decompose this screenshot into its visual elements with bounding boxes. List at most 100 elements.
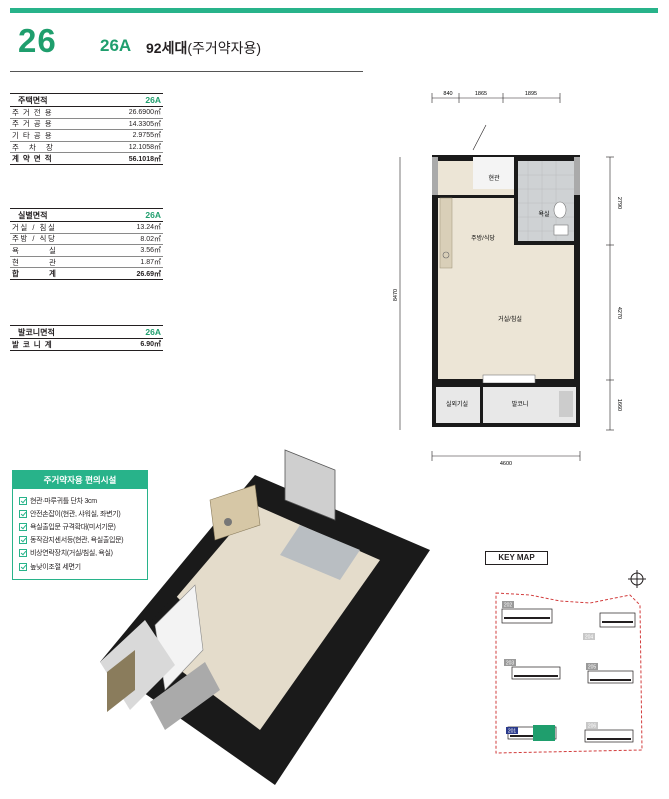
room-label-kitchen: 주방/식당	[471, 234, 495, 242]
row-label: 주 차 장	[12, 142, 57, 152]
housing-area-title: 주택면적	[18, 95, 48, 105]
facility-label: 현관·마루귀틀 단차 3cm	[30, 497, 97, 505]
checkbox-icon	[19, 549, 27, 558]
row-label: 현 관	[12, 257, 70, 267]
building-tag	[506, 727, 518, 734]
dim-left: 8470	[393, 289, 399, 301]
entrance-floor	[473, 157, 514, 189]
row-value: 1.87㎡	[140, 259, 161, 267]
washbasin-icon	[553, 224, 569, 236]
housing-area-header: 주택면적 26A	[10, 93, 163, 107]
list-item: 욕실출입문 규격확대(미서기문)	[19, 520, 147, 533]
leader-line	[472, 124, 487, 151]
building-tag	[502, 601, 514, 608]
iso-entrance-door	[284, 449, 336, 521]
iso-stove-icon	[224, 518, 232, 526]
row-label: 욕 실	[12, 245, 70, 255]
row-value: 3.56㎡	[140, 247, 161, 255]
housing-area-type: 26A	[145, 95, 161, 105]
unit-purpose: (주거약자용)	[187, 40, 262, 56]
building-label: 202	[504, 603, 513, 609]
iso-outdoor-unit	[150, 662, 220, 730]
unit-description: 92세대(주거약자용)	[146, 38, 261, 58]
facility-label: 욕실출입문 규격확대(미서기문)	[30, 523, 116, 531]
total-value: 26.69㎡	[136, 270, 161, 278]
iso-balcony-railing	[107, 650, 135, 712]
top-accent-bar	[10, 8, 658, 13]
row-label: 주거전용	[12, 107, 56, 117]
dim-right-3: 1660	[616, 399, 622, 411]
floor-plan: 840 1865 1895 8470 2790 4270 1660	[393, 91, 622, 467]
dim-top-2: 1865	[475, 91, 487, 97]
balcony-area-type: 26A	[145, 327, 161, 337]
room-label-living: 거실/침실	[498, 315, 522, 323]
room-area-header: 실별면적 26A	[10, 208, 163, 222]
right-dimension-line	[606, 156, 614, 431]
list-item: 비상연락장치(거실/침실, 욕실)	[19, 547, 147, 560]
side-block-right	[574, 157, 580, 195]
row-label: 주방 / 식당	[12, 234, 57, 244]
bathroom-bottom-wall	[514, 241, 574, 245]
room-label-outdoor-unit: 실외기실	[446, 400, 468, 408]
facility-label: 동작감지센서등(현관, 욕실출입문)	[30, 537, 124, 545]
room-area-title: 실별면적	[18, 210, 48, 220]
bottom-dimension-line	[431, 451, 581, 461]
dim-right-1: 2790	[616, 197, 622, 209]
facilities-title: 주거약자용 편의시설	[13, 471, 147, 489]
entrance-wall	[438, 195, 518, 198]
checkbox-icon	[19, 536, 27, 545]
list-item: 동작감지센서등(현관, 욕실출입문)	[19, 534, 147, 547]
list-item: 안전손잡이(현관, 샤워실, 좌변기)	[19, 507, 147, 520]
facility-label: 높낮이조절 세면기	[30, 563, 81, 571]
iso-bathroom	[280, 525, 360, 580]
facilities-box: 주거약자용 편의시설 현관·마루귀틀 단차 3cm 안전손잡이(현관, 샤워실,…	[12, 470, 148, 580]
list-item: 높낮이조절 세면기	[19, 560, 147, 573]
north-compass-icon	[628, 570, 646, 588]
total-label: 계약면적	[12, 154, 56, 164]
dim-top-3: 1895	[525, 91, 537, 97]
page-number: 26	[18, 22, 57, 59]
isometric-view	[100, 449, 430, 785]
room-label-balcony: 발코니	[512, 400, 529, 408]
building-label: 201	[508, 729, 517, 735]
facility-label: 비상연락장치(거실/침실, 욕실)	[30, 550, 113, 558]
checkbox-icon	[19, 509, 27, 518]
balcony-block	[559, 391, 573, 417]
row-label: 주거공용	[12, 119, 56, 129]
checkbox-icon	[19, 562, 27, 571]
balcony-divider	[480, 387, 483, 423]
household-count: 92세대	[146, 40, 188, 56]
unit-type-title: 26A	[100, 36, 132, 55]
toilet-icon	[553, 201, 567, 219]
checkbox-icon	[19, 522, 27, 531]
highlighted-building	[533, 725, 555, 741]
total-value: 6.90㎡	[140, 341, 161, 349]
header-divider	[10, 71, 363, 72]
top-dimension-line	[431, 93, 561, 103]
building-windows	[504, 617, 633, 740]
row-label: 거실 / 침실	[12, 222, 57, 232]
dim-top-1: 840	[443, 91, 452, 97]
total-label: 합 계	[12, 269, 70, 279]
facilities-list: 현관·마루귀틀 단차 3cm 안전손잡이(현관, 샤워실, 좌변기) 욕실출입문…	[13, 489, 147, 573]
dim-right-2: 4270	[616, 307, 622, 319]
balcony-area-title: 발코니면적	[18, 327, 55, 337]
building-label: 203	[506, 661, 515, 667]
facility-label: 안전손잡이(현관, 샤워실, 좌변기)	[30, 510, 121, 518]
building-label: 206	[588, 724, 597, 730]
window	[482, 374, 536, 384]
room-label-entrance: 현관	[488, 174, 500, 182]
table-row: 욕 실 3.56㎡	[10, 245, 163, 257]
building-tag	[586, 722, 598, 729]
key-map-title: KEY MAP	[485, 551, 548, 565]
kitchen-counter	[439, 197, 453, 269]
building-tag	[504, 659, 516, 666]
checkbox-icon	[19, 496, 27, 505]
